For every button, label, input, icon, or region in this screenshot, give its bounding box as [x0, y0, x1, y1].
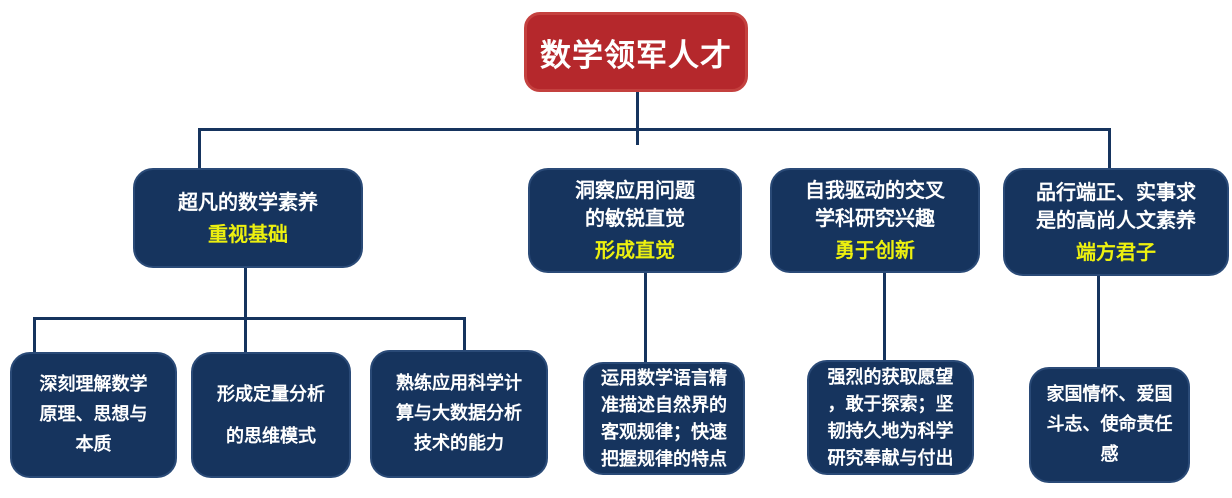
- connector-line: [198, 128, 201, 170]
- branch-node-intuition: 洞察应用问题 的敏锐直觉 形成直觉: [528, 168, 742, 273]
- connector-line: [244, 268, 247, 320]
- leaf-text: 深刻理解数学 原理、思想与 本质: [39, 374, 148, 454]
- branch-label: 洞察应用问题 的敏锐直觉: [575, 180, 695, 230]
- leaf-node-describe-laws: 运用数学语言精 准描述自然界的 客观规律；快速 把握规律的特点: [583, 362, 745, 475]
- connector-line: [463, 317, 466, 354]
- branch-label: 超凡的数学素养: [178, 191, 318, 214]
- connector-line: [883, 272, 886, 363]
- leaf-text: 形成定量分析 的思维模式: [217, 383, 325, 446]
- root-label: 数学领军人才: [540, 37, 732, 73]
- leaf-node-principles: 深刻理解数学 原理、思想与 本质: [10, 352, 177, 478]
- connector-line: [198, 128, 1111, 131]
- branch-keyword: 重视基础: [208, 223, 288, 246]
- leaf-text: 熟练应用科学计 算与大数据分析 技术的能力: [396, 373, 522, 453]
- leaf-node-computing-bigdata: 熟练应用科学计 算与大数据分析 技术的能力: [370, 350, 548, 478]
- branch-label: 品行端正、实事求 是的高尚人文素养: [1036, 181, 1196, 232]
- branch-label: 自我驱动的交叉 学科研究兴趣: [805, 180, 945, 230]
- leaf-node-quantitative-thinking: 形成定量分析 的思维模式: [191, 352, 351, 478]
- leaf-node-patriotism: 家国情怀、爱国 斗志、使命责任 感: [1029, 367, 1190, 483]
- branch-node-math-literacy: 超凡的数学素养 重视基础: [133, 168, 363, 268]
- branch-keyword: 端方君子: [1076, 241, 1156, 264]
- leaf-text: 强烈的获取愿望 ，敢于探索；坚 韧持久地为科学 研究奉献与付出: [827, 366, 954, 468]
- branch-node-interdisciplinary: 自我驱动的交叉 学科研究兴趣 勇于创新: [770, 168, 980, 273]
- root-node: 数学领军人才: [524, 12, 748, 92]
- connector-line: [244, 317, 247, 356]
- branch-node-character: 品行端正、实事求 是的高尚人文素养 端方君子: [1003, 168, 1229, 276]
- connector-line: [1097, 275, 1100, 370]
- branch-keyword: 形成直觉: [595, 240, 675, 262]
- leaf-text: 家国情怀、爱国 斗志、使命责任 感: [1046, 384, 1173, 464]
- leaf-node-exploration-dedication: 强烈的获取愿望 ，敢于探索；坚 韧持久地为科学 研究奉献与付出: [807, 360, 974, 475]
- connector-line: [1108, 128, 1111, 170]
- leaf-text: 运用数学语言精 准描述自然界的 客观规律；快速 把握规律的特点: [601, 367, 727, 469]
- branch-keyword: 勇于创新: [835, 240, 915, 262]
- connector-line: [636, 128, 639, 145]
- connector-line: [33, 317, 36, 356]
- connector-line: [644, 272, 647, 365]
- connector-line: [636, 92, 639, 130]
- connector-line: [33, 317, 465, 320]
